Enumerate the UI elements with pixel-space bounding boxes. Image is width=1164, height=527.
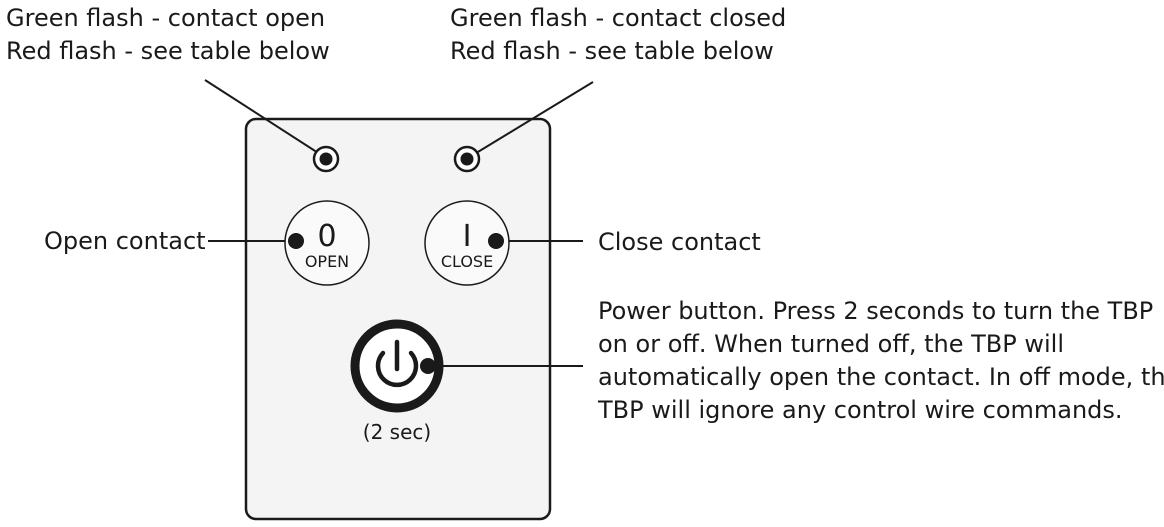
close-button-label: CLOSE (441, 252, 493, 271)
open-button[interactable]: 0 OPEN (284, 200, 370, 286)
open-button-marker-dot (288, 233, 304, 249)
power-button-marker-dot (420, 358, 436, 374)
callout-line: TBP will ignore any control wire command… (598, 396, 1123, 424)
power-icon (375, 339, 419, 388)
callout-line: Red flash - see table below (6, 37, 330, 65)
led-close-indicator (453, 145, 481, 173)
callout-right-led: Green flash - contact closed Red flash -… (450, 2, 786, 68)
callout-line: Green flash - contact open (6, 4, 326, 32)
callout-line: Power button. Press 2 seconds to turn th… (598, 297, 1154, 325)
callout-line: Close contact (598, 228, 761, 256)
close-button[interactable]: I CLOSE (424, 200, 510, 286)
callout-close-contact: Close contact (598, 226, 761, 259)
callout-line: on or off. When turned off, the TBP will (598, 330, 1064, 358)
close-button-marker-dot (488, 233, 504, 249)
leader-line-left-led (204, 79, 327, 159)
open-button-symbol: 0 (317, 219, 336, 254)
callout-line: Open contact (44, 227, 206, 255)
device-panel (244, 117, 552, 521)
close-button-symbol: I (463, 219, 472, 254)
callout-left-led: Green flash - contact open Red flash - s… (6, 2, 330, 68)
power-button[interactable] (350, 319, 444, 413)
led-open-indicator (312, 145, 340, 173)
callout-open-contact: Open contact (44, 225, 206, 258)
callout-line: Red flash - see table below (450, 37, 774, 65)
callout-line: automatically open the contact. In off m… (598, 363, 1164, 391)
leader-line-right-led (467, 81, 594, 159)
open-button-label: OPEN (305, 252, 349, 271)
callout-power-button: Power button. Press 2 seconds to turn th… (598, 295, 1164, 427)
callout-line: Green flash - contact closed (450, 4, 787, 32)
power-button-duration-label: (2 sec) (363, 420, 431, 444)
